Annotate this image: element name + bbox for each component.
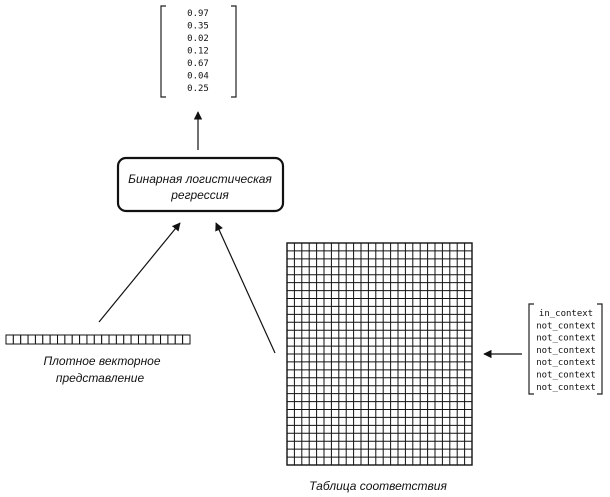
dense-vector-cell (160, 334, 169, 345)
context-label-item: in_context (539, 309, 593, 319)
output-vector: 0.97 0.35 0.02 0.12 0.67 0.04 0.25 (160, 5, 237, 98)
dense-vector-cell (12, 334, 22, 345)
output-value: 0.04 (187, 72, 209, 82)
context-labels-right-bracket (597, 303, 603, 395)
context-label-item: not_context (536, 334, 596, 344)
dense-vector-cell (20, 334, 29, 345)
dense-vector-cell (115, 334, 125, 345)
dense-vector-caption-line1: Плотное векторное (43, 354, 160, 368)
dense-vector-cell (123, 334, 132, 345)
dense-vector-cell (93, 334, 103, 345)
context-label-item: not_context (536, 371, 596, 381)
lookup-table: Таблица соответствия (286, 242, 473, 493)
output-value: 0.02 (187, 34, 209, 44)
dense-vector-cell (130, 334, 139, 345)
dense-vector-cell (167, 334, 176, 345)
dense-vector-cell (137, 334, 147, 345)
dense-vector-cell (101, 334, 110, 345)
output-value: 0.12 (187, 47, 209, 57)
lookup-table-caption: Таблица соответствия (309, 479, 447, 493)
output-value: 0.35 (187, 22, 209, 32)
output-vector-right-bracket (231, 5, 237, 98)
arrow-from-dense-vector (98, 222, 181, 323)
output-vector-left-bracket (160, 5, 166, 98)
context-label-item: not_context (536, 346, 596, 356)
logreg-box-frame (116, 156, 285, 213)
dense-vector-cell (86, 334, 95, 345)
dense-vector-cell (79, 334, 88, 345)
context-label-item: not_context (536, 358, 596, 368)
dense-vector-cell (42, 334, 51, 345)
context-labels: in_context not_context not_context not_cont… (528, 303, 603, 395)
logreg-box-line1: Бинарная логистическая (128, 172, 272, 186)
context-labels-left-bracket (528, 303, 534, 395)
dense-vector-cell (182, 334, 191, 345)
context-label-item: not_context (536, 321, 596, 331)
dense-vector: Плотное векторное представление (5, 334, 191, 385)
dense-vector-cell (71, 334, 81, 345)
dense-vector-cell (27, 334, 36, 345)
logreg-box-line2: регрессия (170, 188, 229, 202)
dense-vector-cell (5, 334, 14, 345)
logreg-box: Бинарная логистическая регрессия (116, 156, 285, 213)
dense-vector-cell (57, 334, 66, 345)
dense-vector-cell (108, 334, 117, 345)
dense-vector-caption-line2: представление (56, 371, 145, 385)
dense-vector-cell (49, 334, 59, 345)
arrow-from-lookup-table (215, 222, 276, 354)
dense-vector-cell (64, 334, 73, 345)
dense-vector-cell (174, 334, 184, 345)
context-label-item: not_context (536, 383, 596, 393)
dense-vector-cell (34, 334, 44, 345)
output-value: 0.25 (187, 84, 209, 94)
output-value: 0.97 (187, 9, 209, 19)
output-value: 0.67 (187, 59, 209, 69)
dense-vector-cell (152, 334, 162, 345)
dense-vector-cell (145, 334, 154, 345)
